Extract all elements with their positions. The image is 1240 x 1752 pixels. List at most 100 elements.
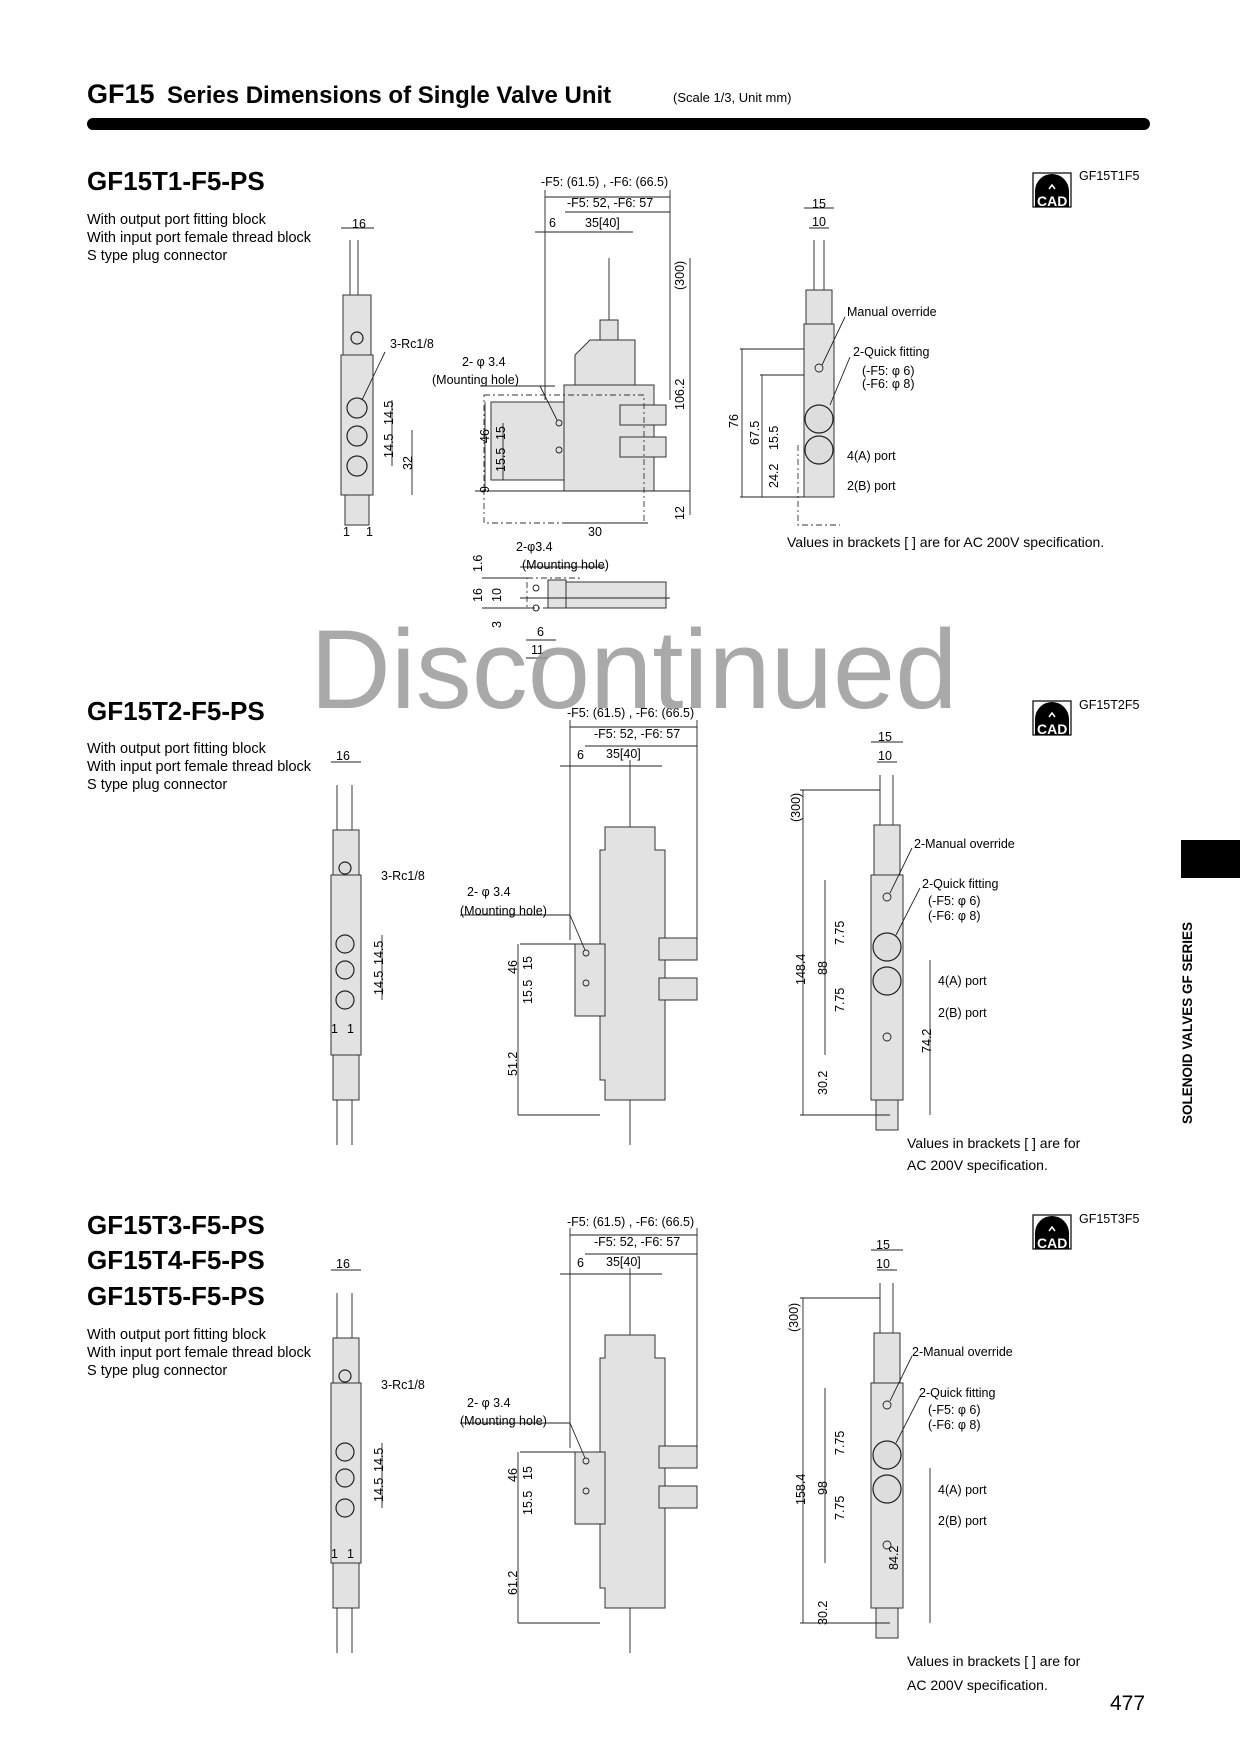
cad-code[interactable]: GF15T3F5 <box>1079 1212 1139 1226</box>
dim-label: 10 <box>812 215 826 229</box>
model-title: GF15T4-F5-PS <box>87 1245 265 1275</box>
port-label: 2(B) port <box>938 1514 987 1528</box>
dim-label: (300) <box>673 261 687 290</box>
cad-code[interactable]: GF15T2F5 <box>1079 698 1139 712</box>
dim-label: 7.75 <box>833 1496 847 1520</box>
dim-label: 1 <box>347 1547 354 1561</box>
dim-label: 7.75 <box>833 921 847 945</box>
hole-label: 2- φ 3.4 <box>462 355 506 369</box>
callout-label: 2-Quick fitting <box>919 1386 995 1400</box>
callout-label: 2-Quick fitting <box>853 345 929 359</box>
model-title: GF15T2-F5-PS <box>87 696 265 726</box>
model-title: GF15T3-F5-PS <box>87 1210 265 1240</box>
footnote: Values in brackets [ ] are for <box>907 1135 1081 1151</box>
dim-label: 46 <box>506 1468 520 1482</box>
dim-label: 14.5 <box>372 971 386 995</box>
cad-icon[interactable]: CAD <box>1032 172 1072 209</box>
page-number: 477 <box>1110 1692 1145 1715</box>
port-label: 3-Rc1/8 <box>381 869 425 883</box>
port-label: 3-Rc1/8 <box>390 337 434 351</box>
scale-note: (Scale 1/3, Unit mm) <box>673 90 791 105</box>
section-gf15t2: GF15T2-F5-PS With output port fitting bl… <box>87 696 1139 1173</box>
front-view-drawing <box>475 190 691 524</box>
callout-label: 2-Quick fitting <box>922 877 998 891</box>
hole-note: (Mounting hole) <box>460 904 547 918</box>
dim-label: 61.2 <box>506 1571 520 1595</box>
cad-icon[interactable]: CAD <box>1032 1214 1072 1251</box>
dim-label: 16 <box>352 217 366 231</box>
dim-label: 16 <box>336 1257 350 1271</box>
callout-label: 2-Manual override <box>914 837 1015 851</box>
dim-label: 6 <box>537 625 544 639</box>
feature-line: With output port fitting block <box>87 1327 267 1343</box>
dim-label: -F5: (61.5) , -F6: (66.5) <box>541 175 668 189</box>
feature-line: S type plug connector <box>87 777 227 793</box>
dim-label: 1 <box>331 1022 338 1036</box>
hole-note: (Mounting hole) <box>432 373 519 387</box>
hole-note: (Mounting hole) <box>460 1414 547 1428</box>
dim-label: 1 <box>331 1547 338 1561</box>
dim-label: 1 <box>343 525 350 539</box>
dim-label: 10 <box>490 588 504 602</box>
dim-label: 24.2 <box>767 464 781 488</box>
hole-label: 2- φ 3.4 <box>467 1396 511 1410</box>
dim-label: (300) <box>787 1303 801 1332</box>
dim-label: 6 <box>577 1256 584 1270</box>
dim-label: 67.5 <box>748 421 762 445</box>
dim-label: -F5: (61.5) , -F6: (66.5) <box>567 706 694 720</box>
dim-label: 158.4 <box>794 1474 808 1505</box>
bottom-view-drawing <box>482 566 670 659</box>
section-gf15t3-t5: GF15T3-F5-PS GF15T4-F5-PS GF15T5-F5-PS W… <box>87 1210 1139 1693</box>
feature-line: With input port female thread block <box>87 759 312 775</box>
cad-icon[interactable]: CAD <box>1032 700 1072 737</box>
hole-label: 2- φ 3.4 <box>467 885 511 899</box>
dim-label: 14.5 <box>382 401 396 425</box>
page-title: Series Dimensions of Single Valve Unit <box>167 82 611 109</box>
dim-label: 148.4 <box>794 954 808 985</box>
cad-icon-label: CAD <box>1037 721 1067 737</box>
feature-line: With output port fitting block <box>87 741 267 757</box>
feature-line: S type plug connector <box>87 1363 227 1379</box>
callout-label: (-F6: φ 8) <box>862 377 915 391</box>
header-rule <box>87 118 1150 130</box>
footnote: AC 200V specification. <box>907 1677 1048 1693</box>
cad-icon-label: CAD <box>1037 1235 1067 1251</box>
port-label: 4(A) port <box>938 1483 987 1497</box>
port-label: 4(A) port <box>847 449 896 463</box>
feature-line: With input port female thread block <box>87 230 312 246</box>
dim-label: 14.5 <box>372 1478 386 1502</box>
dim-label: 15.5 <box>521 980 535 1004</box>
dim-label: (300) <box>789 793 803 822</box>
side-tab-marker <box>1181 840 1240 878</box>
dim-label: 6 <box>577 748 584 762</box>
end-view-drawing <box>740 207 851 526</box>
dim-label: 15.5 <box>767 426 781 450</box>
feature-line: S type plug connector <box>87 248 227 264</box>
dim-label: 51.2 <box>506 1052 520 1076</box>
callout-label: (-F5: φ 6) <box>928 1403 981 1417</box>
dim-label: 15 <box>521 1466 535 1480</box>
model-title: GF15T1-F5-PS <box>87 166 265 196</box>
dim-label: 3 <box>490 621 504 628</box>
dim-label: 32 <box>401 456 415 470</box>
port-label: 4(A) port <box>938 974 987 988</box>
side-tab-label: SOLENOID VALVES GF SERIES <box>1180 922 1195 1124</box>
dim-label: 15.5 <box>494 448 508 472</box>
page-header: GF15 Series Dimensions of Single Valve U… <box>87 79 1150 130</box>
dim-label: 14.5 <box>372 941 386 965</box>
dim-label: 9 <box>478 486 492 493</box>
callout-label: (-F6: φ 8) <box>928 1418 981 1432</box>
cad-code[interactable]: GF15T1F5 <box>1079 169 1139 183</box>
valve-drawings <box>330 720 931 1145</box>
feature-line: With input port female thread block <box>87 1345 312 1361</box>
dim-label: 15 <box>878 730 892 744</box>
dim-label: 15.5 <box>521 1491 535 1515</box>
dim-label: 6 <box>549 216 556 230</box>
dim-label: 7.75 <box>833 988 847 1012</box>
dim-label: 1.6 <box>471 555 485 572</box>
callout-label: (-F5: φ 6) <box>928 894 981 908</box>
dim-label: 35[40] <box>606 747 641 761</box>
series-code: GF15 <box>87 79 155 109</box>
dim-label: -F5: 52, -F6: 57 <box>567 196 653 210</box>
